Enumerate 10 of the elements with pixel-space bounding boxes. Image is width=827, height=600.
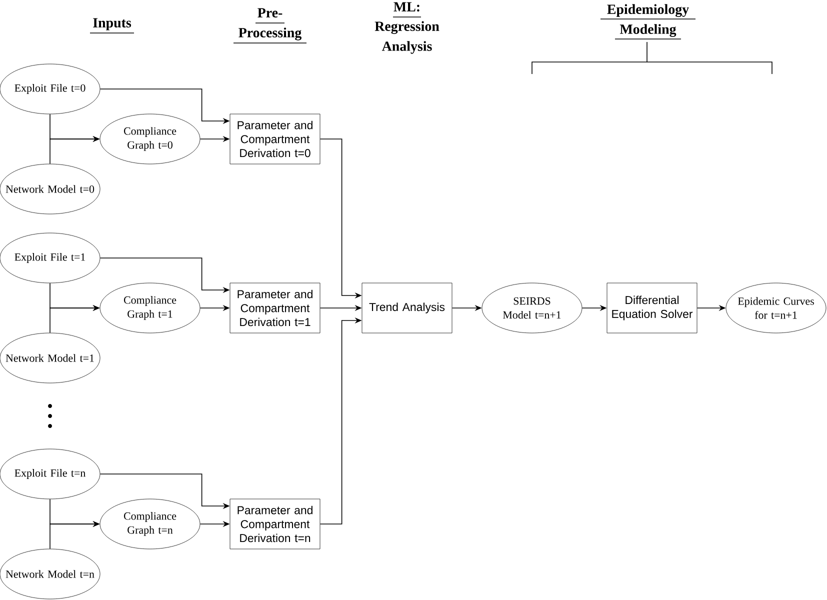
process-box: Parameter and Compartment Derivation t=1 [230, 282, 320, 334]
column-heading: ML: [392, 2, 422, 18]
process-box: Trend Analysis [362, 282, 452, 334]
column-heading: Pre- Processing [233, 8, 307, 44]
column-heading: Regression Analysis [374, 21, 440, 54]
process-box: Differential Equation Solver [606, 282, 698, 334]
process-box: Parameter and Compartment Derivation t=0 [230, 114, 320, 164]
column-heading: Epidemiology Modeling [600, 4, 696, 40]
column-heading: Inputs [90, 18, 134, 34]
process-box: Parameter and Compartment Derivation t=n [230, 498, 320, 550]
